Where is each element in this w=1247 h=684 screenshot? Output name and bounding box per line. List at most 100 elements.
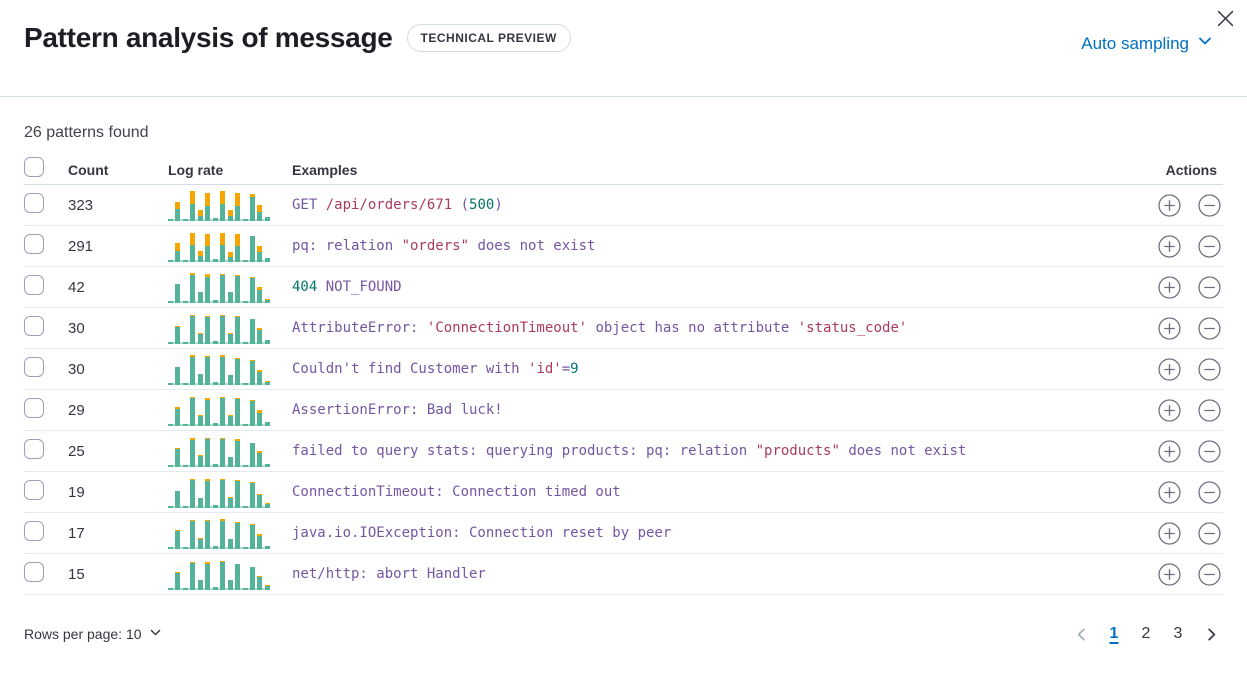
sparkline-bar bbox=[220, 233, 226, 262]
sparkline-bar bbox=[182, 506, 188, 508]
filter-out-pattern-button[interactable] bbox=[1198, 193, 1221, 217]
pattern-count: 42 bbox=[68, 278, 85, 296]
pattern-count: 291 bbox=[68, 237, 94, 255]
rows-per-page-button[interactable]: Rows per page: 10 bbox=[24, 626, 162, 642]
sparkline-bar bbox=[205, 438, 211, 467]
sparkline-bar bbox=[212, 464, 218, 467]
filter-out-pattern-button[interactable] bbox=[1198, 275, 1221, 299]
sampling-dropdown-label: Auto sampling bbox=[1081, 33, 1189, 53]
sparkline-bar bbox=[257, 328, 263, 344]
sparkline-bar bbox=[205, 274, 211, 303]
sparkline-bar bbox=[190, 438, 196, 467]
sparkline-bar bbox=[249, 194, 255, 221]
filter-in-pattern-button[interactable] bbox=[1158, 316, 1181, 340]
column-header-examples: Examples bbox=[292, 161, 358, 178]
filter-out-pattern-button[interactable] bbox=[1198, 480, 1221, 504]
log-rate-sparkline bbox=[168, 558, 270, 590]
filter-out-pattern-button[interactable] bbox=[1198, 357, 1221, 381]
filter-out-pattern-button[interactable] bbox=[1198, 439, 1221, 463]
sparkline-bar bbox=[197, 251, 203, 262]
filter-in-pattern-button[interactable] bbox=[1158, 398, 1181, 422]
sparkline-baseline bbox=[168, 547, 270, 549]
sparkline-bar bbox=[242, 260, 248, 262]
filter-in-pattern-button[interactable] bbox=[1158, 275, 1181, 299]
sparkline-bar bbox=[235, 275, 241, 303]
filter-out-pattern-button[interactable] bbox=[1198, 316, 1221, 340]
sparkline-bar bbox=[197, 333, 203, 344]
filter-in-pattern-button[interactable] bbox=[1158, 480, 1181, 504]
sparkline-bar bbox=[242, 547, 248, 549]
pattern-example: GET /api/orders/671 (500) bbox=[292, 197, 1139, 213]
row-checkbox[interactable] bbox=[24, 315, 44, 336]
sparkline-bar bbox=[197, 292, 203, 303]
filter-in-pattern-button[interactable] bbox=[1158, 357, 1181, 381]
log-rate-sparkline bbox=[168, 353, 270, 385]
filter-in-pattern-button[interactable] bbox=[1158, 234, 1181, 258]
sparkline-bar bbox=[242, 588, 248, 590]
page-button-2[interactable]: 2 bbox=[1135, 621, 1157, 647]
sparkline-bar bbox=[197, 498, 203, 508]
pattern-example: failed to query stats: querying products… bbox=[292, 443, 1139, 459]
row-checkbox[interactable] bbox=[24, 274, 44, 295]
row-checkbox[interactable] bbox=[24, 438, 44, 459]
sparkline-bar bbox=[212, 587, 218, 590]
column-header-log-rate: Log rate bbox=[168, 161, 224, 178]
sparkline-bar bbox=[257, 451, 263, 467]
row-checkbox[interactable] bbox=[24, 356, 44, 377]
sparkline-bar bbox=[220, 191, 226, 221]
filter-out-pattern-button[interactable] bbox=[1198, 398, 1221, 422]
sparkline-bar bbox=[235, 439, 241, 467]
filter-in-pattern-button[interactable] bbox=[1158, 193, 1181, 217]
sparkline-bar bbox=[227, 375, 233, 385]
sparkline-bar bbox=[257, 494, 263, 508]
select-all-checkbox[interactable] bbox=[24, 157, 44, 177]
filter-in-pattern-button[interactable] bbox=[1158, 562, 1181, 586]
sparkline-bar bbox=[190, 273, 196, 303]
row-checkbox[interactable] bbox=[24, 561, 44, 582]
sparkline-bar bbox=[249, 319, 255, 344]
sparkline-bar bbox=[227, 292, 233, 303]
sparkline-bar bbox=[249, 400, 255, 426]
pattern-count: 29 bbox=[68, 401, 85, 419]
sparkline-bar bbox=[205, 398, 211, 426]
filter-out-pattern-button[interactable] bbox=[1198, 234, 1221, 258]
sparkline-bar bbox=[205, 316, 211, 344]
sparkline-bar bbox=[257, 534, 263, 549]
next-page-icon[interactable] bbox=[1199, 622, 1223, 646]
close-icon[interactable] bbox=[1211, 4, 1239, 32]
row-checkbox[interactable] bbox=[24, 397, 44, 418]
filter-in-pattern-button[interactable] bbox=[1158, 439, 1181, 463]
filter-in-pattern-button[interactable] bbox=[1158, 521, 1181, 545]
example-token-base: java.io.IOException: Connection reset by… bbox=[292, 525, 672, 541]
sparkline-bar bbox=[175, 326, 181, 344]
sparkline-bar bbox=[227, 252, 233, 262]
row-checkbox[interactable] bbox=[24, 479, 44, 500]
filter-out-pattern-button[interactable] bbox=[1198, 562, 1221, 586]
sparkline-baseline bbox=[168, 383, 270, 385]
row-checkbox[interactable] bbox=[24, 233, 44, 254]
pattern-count: 19 bbox=[68, 483, 85, 501]
page-button-1[interactable]: 1 bbox=[1103, 621, 1125, 647]
log-rate-sparkline bbox=[168, 476, 270, 508]
filter-out-pattern-button[interactable] bbox=[1198, 521, 1221, 545]
sampling-dropdown[interactable]: Auto sampling bbox=[1081, 33, 1213, 54]
previous-page-icon[interactable] bbox=[1069, 622, 1093, 646]
row-checkbox[interactable] bbox=[24, 192, 44, 213]
sparkline-bar bbox=[212, 505, 218, 508]
example-token-base: ConnectionTimeout: Connection timed out bbox=[292, 484, 621, 500]
sparkline-bar bbox=[205, 520, 211, 549]
sparkline-bar bbox=[212, 259, 218, 262]
page-button-3[interactable]: 3 bbox=[1167, 621, 1189, 647]
sparkline-bar bbox=[235, 398, 241, 426]
sparkline-bar bbox=[220, 397, 226, 426]
sparkline-bar bbox=[264, 422, 270, 426]
row-checkbox[interactable] bbox=[24, 520, 44, 541]
pattern-count: 323 bbox=[68, 196, 94, 214]
sparkline-baseline bbox=[168, 260, 270, 262]
sparkline-bar bbox=[190, 562, 196, 590]
sparkline-bar bbox=[264, 585, 270, 590]
example-token-string: 'status_code' bbox=[797, 320, 908, 336]
